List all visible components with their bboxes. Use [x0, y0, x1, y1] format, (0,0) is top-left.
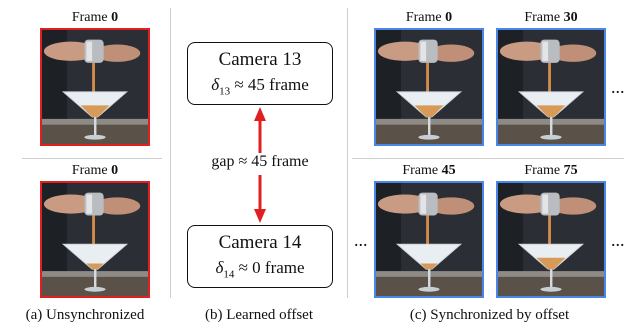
- cocktail-scene-image: [42, 183, 148, 296]
- caption-a: (a) Unsynchronized: [25, 307, 145, 323]
- camera-14-title: Camera 14: [218, 232, 302, 253]
- camera-13-offset: δ13 ≈ 45 frame: [211, 75, 309, 98]
- frame-label-c-bottom-2: Frame 75: [524, 163, 578, 178]
- camera-14-box: Camera 14 δ14 ≈ 0 frame: [187, 225, 333, 288]
- camera-14-offset: δ14 ≈ 0 frame: [215, 258, 305, 281]
- divider-mid-right: [352, 158, 624, 159]
- frame-label-c-top-1: Frame 0: [405, 10, 453, 25]
- cocktail-scene-image: [498, 183, 604, 296]
- video-frame-a-top: [40, 28, 150, 146]
- video-frame-a-bottom: [40, 181, 150, 298]
- cocktail-scene-image: [376, 30, 482, 144]
- cocktail-scene-image: [42, 30, 148, 144]
- cocktail-scene-image: [498, 30, 604, 144]
- frame-label-a-bottom: Frame 0: [71, 163, 119, 178]
- divider-left: [170, 8, 171, 298]
- ellipsis-c-top-right: ...: [611, 77, 625, 97]
- gap-arrow: [254, 107, 266, 223]
- camera-13-box: Camera 13 δ13 ≈ 45 frame: [187, 42, 333, 105]
- video-frame-c-bottom-1: [374, 181, 484, 298]
- video-frame-c-top-2: [496, 28, 606, 146]
- caption-c: (c) Synchronized by offset: [409, 307, 570, 323]
- frame-label-a-top: Frame 0: [71, 10, 119, 25]
- ellipsis-c-bottom-right: ...: [611, 230, 625, 250]
- video-frame-c-bottom-2: [496, 181, 606, 298]
- gap-label: gap ≈ 45 frame: [180, 153, 340, 171]
- caption-b: (b) Learned offset: [204, 307, 313, 323]
- divider-right: [347, 8, 348, 298]
- video-frame-c-top-1: [374, 28, 484, 146]
- camera-13-title: Camera 13: [218, 49, 302, 70]
- ellipsis-c-bottom-left: ...: [354, 230, 368, 250]
- frame-label-c-bottom-1: Frame 45: [402, 163, 456, 178]
- cocktail-scene-image: [376, 183, 482, 296]
- frame-label-c-top-2: Frame 30: [524, 10, 578, 25]
- divider-mid-left: [22, 158, 162, 159]
